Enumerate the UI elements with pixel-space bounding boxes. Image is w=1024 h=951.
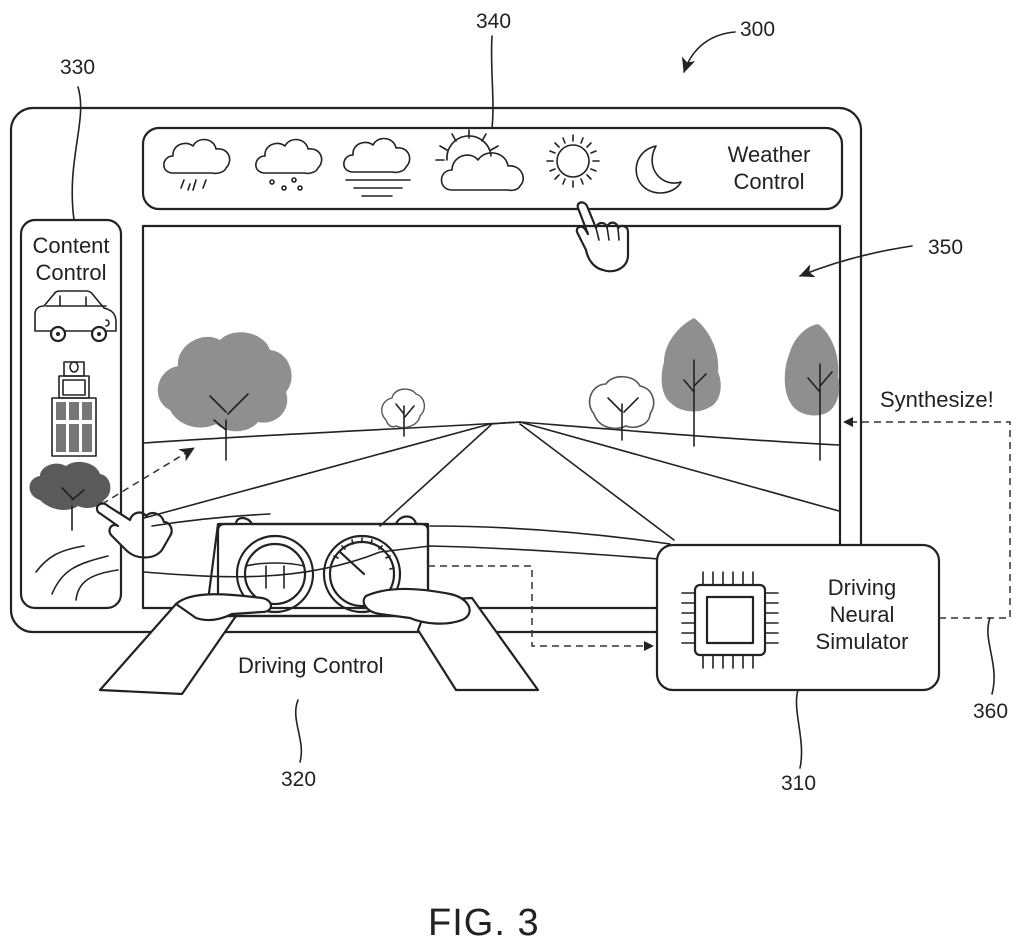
sun-icon[interactable] — [547, 135, 599, 187]
building-icon[interactable] — [52, 362, 96, 456]
ref-330: 330 — [60, 56, 95, 80]
weather-control-label: Weather Control — [714, 141, 824, 195]
hail-cloud-icon[interactable] — [256, 140, 322, 190]
fog-cloud-icon[interactable] — [344, 139, 410, 196]
car-icon[interactable] — [35, 291, 116, 341]
driving-control-panel — [100, 517, 538, 763]
simulator-label-line2: Neural — [792, 601, 932, 628]
content-control-label: Content Control — [21, 232, 121, 286]
figure-label: FIG. 3 — [428, 902, 540, 945]
scene-tree-right-tall — [662, 318, 721, 446]
tree-icon[interactable] — [30, 448, 195, 558]
synthesize-label: Synthesize! — [880, 386, 994, 413]
content-control-label-line1: Content — [21, 232, 121, 259]
content-control-panel — [21, 87, 194, 608]
pointing-hand-icon — [577, 202, 628, 271]
rain-cloud-icon[interactable] — [164, 140, 230, 190]
ref-350: 350 — [928, 236, 963, 260]
driving-control-label: Driving Control — [238, 652, 384, 679]
simulator-label-line1: Driving — [792, 574, 932, 601]
moon-icon[interactable] — [636, 146, 681, 193]
simulator-label-line3: Simulator — [792, 628, 932, 655]
weather-control-label-line2: Control — [714, 168, 824, 195]
simulator-label: Driving Neural Simulator — [792, 574, 932, 655]
scene-tree-right-small — [590, 377, 654, 440]
scene-tree-far-right — [785, 324, 840, 460]
partly-sunny-icon[interactable] — [436, 130, 523, 190]
ref-340: 340 — [476, 10, 511, 34]
weather-control-label-line1: Weather — [714, 141, 824, 168]
ref-320: 320 — [281, 768, 316, 792]
ref-310: 310 — [781, 772, 816, 796]
ref-300: 300 — [740, 18, 775, 42]
road-icon[interactable] — [36, 546, 118, 600]
ref-360: 360 — [973, 700, 1008, 724]
device-ref-arrow — [684, 32, 735, 72]
content-control-label-line2: Control — [21, 259, 121, 286]
synthesize-ref-leader — [988, 618, 994, 694]
